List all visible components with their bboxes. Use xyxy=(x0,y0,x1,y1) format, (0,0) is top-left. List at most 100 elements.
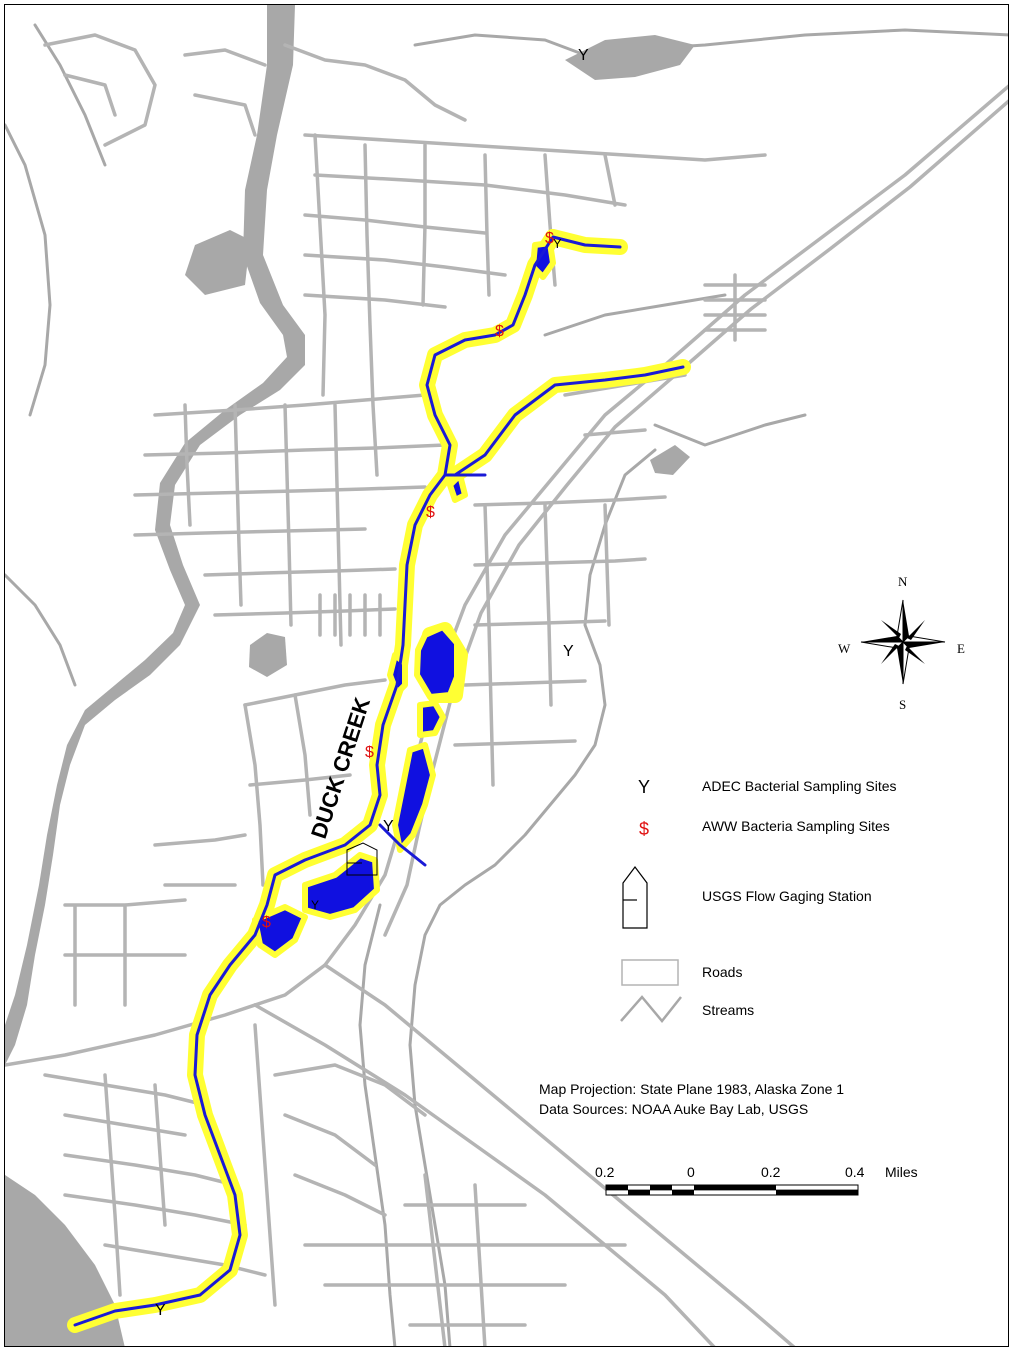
streams xyxy=(5,23,1008,1346)
stream-east-main xyxy=(408,448,657,1346)
adec-site-north-inlet[interactable]: Y xyxy=(578,47,589,64)
adec-site-mid-creek[interactable]: Y xyxy=(311,898,319,912)
south-vert-1 xyxy=(103,1073,122,1297)
pond-north xyxy=(414,624,460,700)
projection-note: Map Projection: State Plane 1983, Alaska… xyxy=(539,1081,844,1097)
pond-mid-1 xyxy=(417,700,446,738)
legend-roads-label: Roads xyxy=(702,964,742,980)
south-vert-2 xyxy=(153,1083,167,1227)
adec-site-east-stream[interactable]: Y xyxy=(563,643,574,660)
south-road-1 xyxy=(43,1073,207,1107)
adec-site-gage[interactable]: Y xyxy=(383,818,394,835)
stream-east-branch xyxy=(653,413,807,447)
compass-south: S xyxy=(899,697,906,712)
north-vert-4 xyxy=(483,153,491,297)
ne-ladder xyxy=(703,273,767,342)
legend-streams-label: Streams xyxy=(702,1002,754,1018)
pond-main xyxy=(302,852,380,920)
gaging-station-map-icon xyxy=(346,842,378,876)
north-vert-2 xyxy=(363,143,379,477)
east-water-patch xyxy=(650,445,690,475)
mid-road-5 xyxy=(203,567,397,577)
compass-east: E xyxy=(957,641,965,656)
north-road-2 xyxy=(303,213,487,235)
mid-road-3 xyxy=(133,485,427,497)
highway-parallel xyxy=(383,99,1008,937)
legend-adec-symbol: Y xyxy=(638,777,650,797)
legend-adec-label: ADEC Bacterial Sampling Sites xyxy=(702,778,897,794)
aww-site-upper[interactable]: $ xyxy=(495,323,504,340)
creek-main xyxy=(73,235,622,1327)
nw-road-1 xyxy=(43,33,157,147)
usgs-gage-on-map[interactable] xyxy=(346,842,378,876)
highway xyxy=(5,84,1008,1067)
ponds xyxy=(252,240,556,958)
mid-road-6 xyxy=(213,607,397,617)
east-vert-1 xyxy=(483,503,495,787)
southwest-shore-water xyxy=(5,1175,125,1346)
north-arrow-compass-rose-icon xyxy=(860,599,946,685)
streams-swatch-icon xyxy=(620,995,682,1023)
west-mid-3 xyxy=(243,678,387,707)
nw-road-3 xyxy=(183,48,267,67)
parallel-stubs xyxy=(318,593,382,637)
mid-vert-1 xyxy=(183,403,192,527)
scale-tick-label-3: 0.4 xyxy=(845,1164,865,1180)
north-road-3 xyxy=(303,253,507,277)
south-road-3 xyxy=(63,1153,237,1187)
legend-aww-symbol: $ xyxy=(639,819,649,839)
aww-site-south[interactable]: $ xyxy=(262,914,271,931)
aww-site-middle[interactable]: $ xyxy=(426,504,435,521)
north-vert-3 xyxy=(421,143,427,307)
compass-north: N xyxy=(898,574,908,589)
east-road-1 xyxy=(473,495,667,507)
map-canvas[interactable]: DUCK CREEK Y Y Y Y Y Y $ $ $ $ $ N S E W xyxy=(5,5,1009,1347)
sources-note: Data Sources: NOAA Auke Bay Lab, USGS xyxy=(539,1101,808,1117)
nw-road-4 xyxy=(193,93,257,137)
mid-vert-4 xyxy=(333,403,343,647)
west-south-1 xyxy=(63,898,187,1007)
east-road-2 xyxy=(473,557,647,567)
east-vert-2 xyxy=(543,503,553,707)
pond-mid-2 xyxy=(392,742,436,853)
west-channel-water xyxy=(5,5,305,1065)
stream-south xyxy=(358,903,397,1346)
south-road-2 xyxy=(63,1113,187,1137)
west-south-2 xyxy=(153,833,247,887)
east-road-5 xyxy=(453,739,577,747)
south-east-5 xyxy=(283,1113,377,1167)
pond-small xyxy=(447,472,468,503)
legend-aww-label: AWW Bacteria Sampling Sites xyxy=(702,818,890,834)
pond-north-upper xyxy=(530,240,556,280)
north-road-east xyxy=(303,133,767,162)
scale-unit: Miles xyxy=(885,1164,918,1180)
small-pond-water xyxy=(249,633,287,677)
buffer-main xyxy=(67,229,561,1333)
stream-east-upper xyxy=(543,293,727,337)
aww-sites: $ $ $ $ $ xyxy=(262,230,554,931)
roads xyxy=(5,33,1008,1346)
creek-connector xyxy=(378,473,487,867)
mid-road-4 xyxy=(133,527,367,537)
north-loop xyxy=(313,173,627,207)
south-road-5 xyxy=(103,1243,267,1277)
stream-north xyxy=(413,28,1008,57)
south-vert-3 xyxy=(253,1023,277,1307)
aww-site-top[interactable]: $ xyxy=(545,230,554,247)
mid-road-2 xyxy=(143,443,447,457)
south-arterial-2 xyxy=(253,1003,716,1346)
scale-tick-label-2: 0.2 xyxy=(761,1164,781,1180)
aww-site-lower[interactable]: $ xyxy=(365,744,374,761)
gaging-station-icon xyxy=(622,866,648,929)
legend: Y ADEC Bacterial Sampling Sites $ AWW Ba… xyxy=(620,777,897,1023)
adec-site-mouth[interactable]: Y xyxy=(155,1302,166,1319)
north-vert-6 xyxy=(603,153,617,207)
north-road xyxy=(283,43,467,122)
pond-south xyxy=(252,904,308,958)
east-vert-3 xyxy=(603,503,611,627)
north-vert-1 xyxy=(313,133,327,397)
west-mid-2 xyxy=(293,693,312,817)
adec-site-upper-creek[interactable]: Y xyxy=(553,236,562,251)
nw-road-2 xyxy=(63,73,117,117)
east-road-3 xyxy=(473,619,607,627)
